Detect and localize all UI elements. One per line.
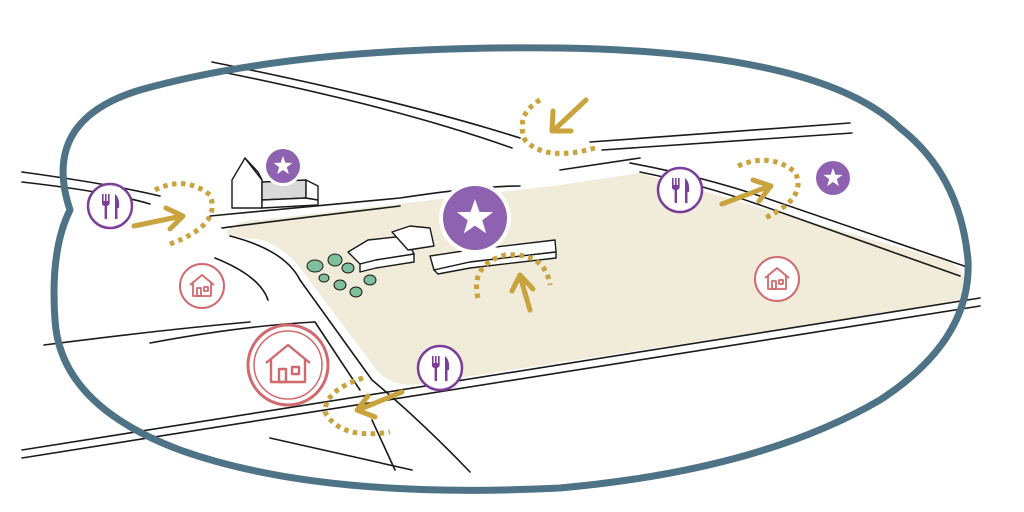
house-east-small[interactable] <box>754 256 800 302</box>
fork-knife-icon <box>102 194 120 219</box>
village-star[interactable] <box>263 146 303 186</box>
restaurant-west[interactable] <box>86 182 134 230</box>
house-west-small[interactable] <box>179 263 225 309</box>
house-icon <box>265 343 311 384</box>
entrance-south[interactable] <box>322 375 405 437</box>
perimeter-boundary <box>50 44 972 494</box>
entrance-west[interactable] <box>131 181 215 247</box>
entrance-east[interactable] <box>719 157 801 221</box>
fork-knife-icon <box>672 178 690 203</box>
fork-knife-icon <box>432 356 450 381</box>
entrance-north[interactable] <box>519 97 596 156</box>
village-buildings <box>231 157 319 209</box>
field-area <box>226 173 969 385</box>
house-icon <box>189 274 215 297</box>
house-icon <box>764 267 790 290</box>
restaurant-east[interactable] <box>656 166 704 214</box>
east-star[interactable] <box>814 159 852 197</box>
farm-buildings <box>347 225 557 275</box>
restaurant-south[interactable] <box>416 344 464 392</box>
entrance-center[interactable] <box>474 252 553 313</box>
main-star[interactable] <box>439 182 511 254</box>
trees <box>306 253 377 298</box>
house-south-large[interactable] <box>246 323 330 407</box>
